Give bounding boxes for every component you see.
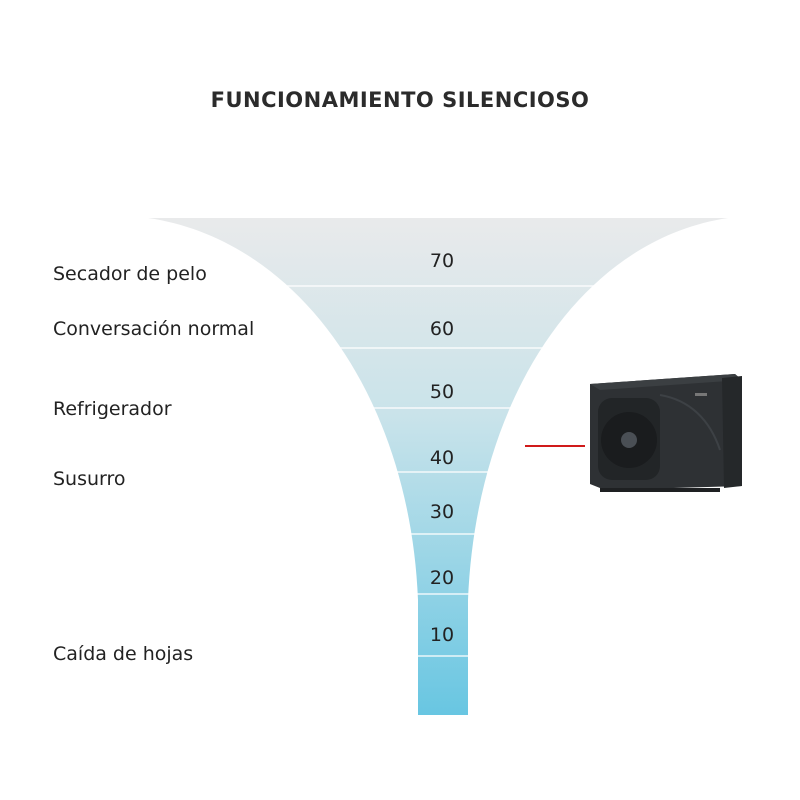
heat-pump-icon <box>590 374 742 492</box>
page-title: FUNCIONAMIENTO SILENCIOSO <box>210 88 590 112</box>
scale-value-50: 50 <box>429 381 455 403</box>
reference-conversation: Conversación normal <box>53 318 255 340</box>
scale-value-70: 70 <box>429 250 455 272</box>
scale-value-40: 40 <box>429 447 455 469</box>
reference-hair-dryer: Secador de pelo <box>53 263 207 285</box>
reference-falling-leaves: Caída de hojas <box>53 643 194 665</box>
reference-refrigerator: Refrigerador <box>53 398 172 420</box>
scale-value-20: 20 <box>429 567 455 589</box>
reference-whisper: Susurro <box>53 468 126 490</box>
scale-value-30: 30 <box>429 501 455 523</box>
scale-dividers <box>280 285 605 657</box>
scale-value-10: 10 <box>429 624 455 646</box>
scale-value-60: 60 <box>429 318 455 340</box>
funnel-shape <box>148 218 728 715</box>
